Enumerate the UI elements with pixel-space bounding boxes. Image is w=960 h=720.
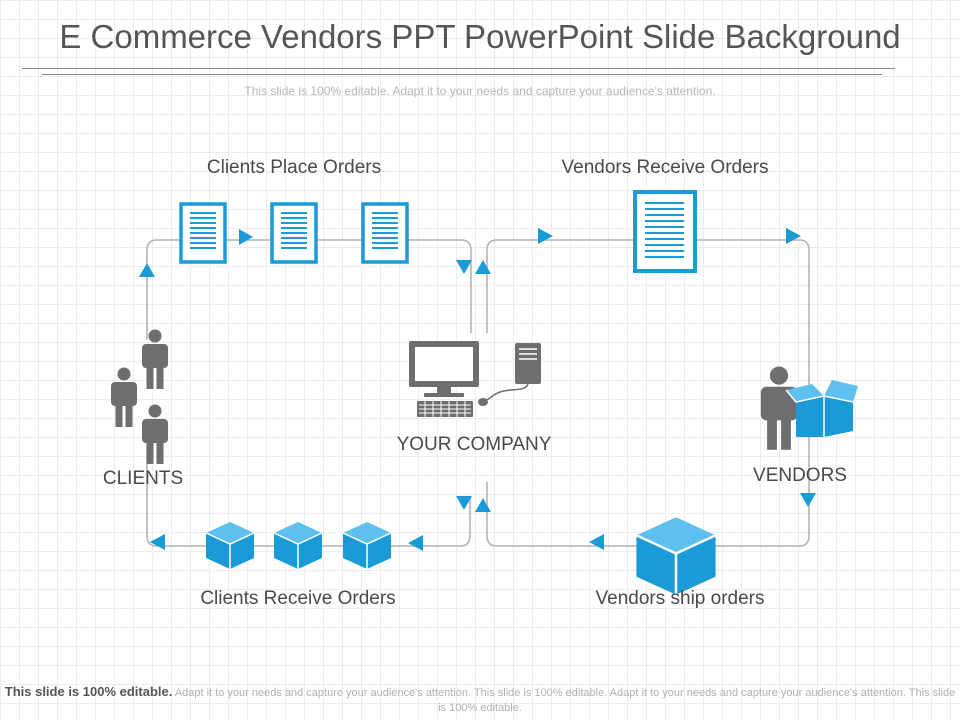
slide-subtitle: This slide is 100% editable. Adapt it to… <box>244 84 716 98</box>
title-divider-secondary <box>42 74 882 75</box>
open-box-icon <box>785 380 858 437</box>
arrow-down-icon <box>456 496 472 510</box>
slide-footer: This slide is 100% editable. Adapt it to… <box>0 684 960 716</box>
label-your-company: YOUR COMPANY <box>396 434 552 455</box>
arrow-down-icon <box>456 260 472 274</box>
package-cube-icon <box>205 521 255 570</box>
arrow-left-icon <box>150 534 165 550</box>
slide-title: E Commerce Vendors PPT PowerPoint Slide … <box>59 18 901 55</box>
vendor-order-document-icon <box>633 190 697 273</box>
vendor-icon <box>760 366 858 450</box>
arrow-left-icon <box>589 534 604 550</box>
package-cube-icon <box>273 521 323 570</box>
order-document-icon-3 <box>361 202 409 264</box>
label-vendors-receive-orders: Vendors Receive Orders <box>561 157 769 178</box>
footer-text: Adapt it to your needs and capture your … <box>174 687 956 714</box>
person-icon <box>142 404 168 464</box>
arrow-down-icon <box>800 493 816 507</box>
label-clients: CLIENTS <box>102 468 184 489</box>
flow-line-vendors <box>486 239 810 547</box>
flow-arrows <box>139 228 816 551</box>
label-clients-receive-orders: Clients Receive Orders <box>200 588 396 609</box>
computer-icon <box>409 341 541 417</box>
arrow-up-icon <box>139 263 155 277</box>
shipment-cube-icon <box>635 516 717 597</box>
label-vendors: VENDORS <box>753 465 847 486</box>
label-clients-place-orders: Clients Place Orders <box>206 157 382 178</box>
person-icon <box>111 367 137 427</box>
arrow-up-icon <box>475 260 491 274</box>
title-divider <box>22 68 895 69</box>
package-cube-icon <box>342 521 392 570</box>
arrow-right-icon <box>786 228 801 244</box>
clients-group-icon <box>111 329 168 464</box>
arrow-left-icon <box>408 535 423 551</box>
flow-lines <box>146 239 810 547</box>
arrow-right-icon <box>538 228 553 244</box>
arrow-up-icon <box>475 498 491 512</box>
arrow-right-icon <box>239 229 253 245</box>
label-vendors-ship-orders: Vendors ship orders <box>595 588 765 609</box>
footer-bold-text: This slide is 100% editable. <box>4 684 173 699</box>
person-icon <box>142 329 168 389</box>
order-document-icon-1 <box>179 202 227 264</box>
order-document-icon-2 <box>270 202 318 264</box>
person-icon <box>760 366 798 450</box>
